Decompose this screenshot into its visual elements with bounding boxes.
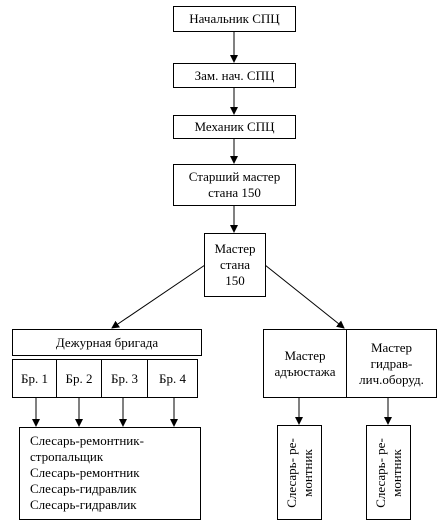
- list-item: стропальщик: [30, 449, 104, 464]
- senior-master-box: Старший мастер стана 150: [173, 164, 296, 206]
- hydraulic-worker-box: Слесарь- ре- монтник: [366, 425, 411, 520]
- chief-spc-box: Начальник СПЦ: [173, 6, 296, 32]
- adjustment-worker-label: Слесарь- ре- монтник: [283, 437, 315, 508]
- list-item: Слесарь-ремонтник: [30, 465, 140, 480]
- list-item: Слесарь-гидравлик: [30, 497, 137, 512]
- brigade-3-box: Бр. 3: [101, 359, 148, 398]
- mill-master-label: Мастер стана 150: [214, 241, 256, 288]
- deputy-chief-box: Зам. нач. СПЦ: [173, 63, 296, 88]
- chief-spc-label: Начальник СПЦ: [189, 11, 280, 26]
- arrow-mill-master-to-masters: [264, 264, 345, 329]
- senior-master-label: Старший мастер стана 150: [188, 169, 281, 200]
- duty-workers-box: Слесарь-ремонтник- стропальщик Слесарь-р…: [19, 427, 201, 520]
- deputy-chief-label: Зам. нач. СПЦ: [194, 67, 275, 83]
- adjustment-worker-box: Слесарь- ре- монтник: [277, 425, 322, 520]
- brigade-3-label: Бр. 3: [111, 370, 138, 386]
- hydraulic-worker-label: Слесарь- ре- монтник: [372, 437, 404, 508]
- mechanic-box: Механик СПЦ: [173, 115, 296, 139]
- duty-team-label: Дежурная бригада: [55, 334, 159, 350]
- adjustment-master-label: Мастер адъюстажа: [274, 347, 336, 379]
- duty-workers-list: Слесарь-ремонтник- стропальщик Слесарь-р…: [30, 433, 144, 513]
- list-item: Слесарь-ремонтник-: [30, 433, 144, 448]
- mechanic-label: Механик СПЦ: [194, 119, 275, 134]
- brigade-2-label: Бр. 2: [65, 370, 93, 386]
- hydraulic-master-box: Мастер гидрав- лич.оборуд.: [346, 329, 437, 398]
- hydraulic-master-label: Мастер гидрав- лич.оборуд.: [359, 339, 424, 387]
- brigade-1-box: Бр. 1: [12, 359, 57, 398]
- arrow-mill-master-to-duty-team: [111, 264, 206, 329]
- brigade-2-box: Бр. 2: [56, 359, 102, 398]
- brigade-4-label: Бр. 4: [159, 370, 186, 386]
- duty-team-box: Дежурная бригада: [12, 329, 202, 356]
- brigade-1-label: Бр. 1: [21, 370, 48, 386]
- mill-master-box: Мастер стана 150: [204, 233, 266, 297]
- list-item: Слесарь-гидравлик: [30, 481, 137, 496]
- brigade-4-box: Бр. 4: [147, 359, 198, 398]
- adjustment-master-box: Мастер адъюстажа: [263, 329, 347, 398]
